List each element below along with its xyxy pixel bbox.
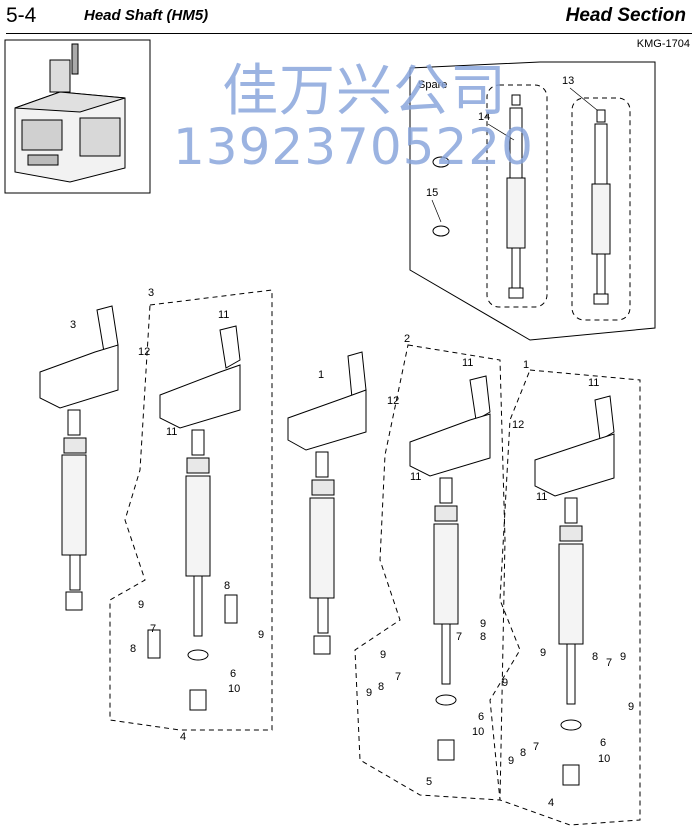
- spare-label: Spare: [418, 79, 447, 91]
- callout-5-b: 5: [426, 776, 432, 788]
- callout-7-c2: 7: [533, 741, 539, 753]
- callout-4-c: 4: [548, 797, 554, 809]
- callout-10-b: 10: [472, 726, 484, 738]
- section-number: 5-4: [6, 4, 37, 27]
- callout-14: 14: [478, 111, 490, 123]
- callout-11-b1: 11: [462, 357, 473, 369]
- watermark-company: 佳万兴公司: [222, 59, 507, 124]
- callout-6-b: 6: [478, 711, 484, 723]
- callout-6-c: 6: [600, 737, 606, 749]
- callout-9-b1: 9: [380, 649, 386, 661]
- callout-13: 13: [562, 75, 574, 87]
- callout-9-c1: 9: [540, 647, 546, 659]
- callout-3-standalone: 3: [70, 319, 76, 331]
- head-assembly-3-standalone: [39, 305, 119, 611]
- callout-12-b: 12: [387, 395, 399, 407]
- header-rule: [6, 33, 692, 34]
- callout-1-group: 1: [523, 359, 529, 371]
- callout-7-c1: 7: [606, 657, 612, 669]
- callout-11-c2: 11: [536, 491, 547, 503]
- head-assembly-3-exploded: [109, 289, 273, 731]
- callout-11-b2: 11: [410, 471, 421, 483]
- callout-3-group: 3: [148, 287, 154, 299]
- spare-panel: [409, 61, 656, 341]
- callout-9-c3: 9: [628, 701, 634, 713]
- callout-11-a2: 11: [166, 426, 177, 438]
- callout-2-group: 2: [404, 333, 410, 345]
- callout-12-c: 12: [512, 419, 524, 431]
- callout-8-b2: 8: [378, 681, 384, 693]
- callout-15: 15: [426, 187, 438, 199]
- machine-thumbnail: [4, 39, 151, 194]
- callout-9-c2: 9: [620, 651, 626, 663]
- callout-7-a: 7: [150, 623, 156, 635]
- callout-7-b1: 7: [456, 631, 462, 643]
- callout-10-a: 10: [228, 683, 240, 695]
- document-code: KMG-1704: [636, 38, 690, 50]
- callout-7-b2: 7: [395, 671, 401, 683]
- section-name: Head Section: [565, 5, 686, 26]
- callout-1-standalone: 1: [318, 369, 324, 381]
- callout-10-c: 10: [598, 753, 610, 765]
- head-assembly-1-standalone: [287, 351, 367, 655]
- callout-9-a1: 9: [138, 599, 144, 611]
- callout-6-a: 6: [230, 668, 236, 680]
- callout-9-b3: 9: [366, 687, 372, 699]
- head-assembly-2-exploded: [354, 344, 506, 801]
- watermark-phone: 13923705220: [173, 118, 534, 176]
- callout-12-a: 12: [138, 346, 150, 358]
- callout-8-c2: 8: [520, 747, 526, 759]
- head-assembly-1-exploded: [489, 369, 641, 826]
- callout-9-a2: 9: [258, 629, 264, 641]
- callout-9-b2: 9: [480, 618, 486, 630]
- callout-8-c1: 8: [592, 651, 598, 663]
- callout-9-c4: 9: [508, 755, 514, 767]
- callout-4-a: 4: [180, 731, 186, 743]
- callout-9-b4: 9: [502, 677, 508, 689]
- callout-11-a1: 11: [218, 309, 229, 321]
- callout-8-a2: 8: [130, 643, 136, 655]
- callout-8-a: 8: [224, 580, 230, 592]
- page-title: Head Shaft (HM5): [84, 7, 209, 24]
- callout-8-b1: 8: [480, 631, 486, 643]
- callout-11-c1: 11: [588, 377, 599, 389]
